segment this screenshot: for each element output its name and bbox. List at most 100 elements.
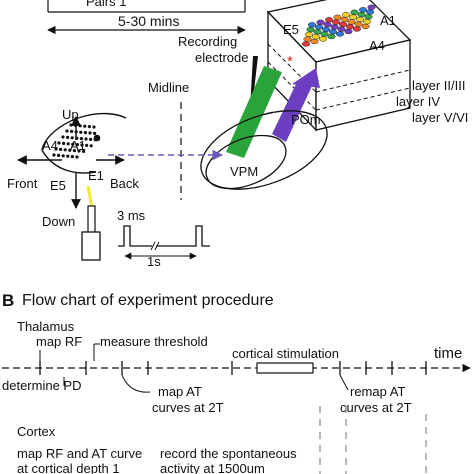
green-pathway xyxy=(226,66,282,158)
step-remap-at-curves: remap AT curves at 2T xyxy=(339,374,412,415)
whisker-dot xyxy=(92,125,96,129)
electrode-label-line1: Recording xyxy=(178,34,237,49)
barrel xyxy=(361,23,370,30)
barrel xyxy=(324,17,334,23)
svg-text:record the spontaneous: record the spontaneous xyxy=(160,446,297,461)
whisker-dot xyxy=(85,143,89,147)
svg-text:determine PD: determine PD xyxy=(2,378,81,393)
stimulation-period-box xyxy=(256,362,314,374)
pulse-width-label: 3 ms xyxy=(117,208,146,223)
whisker-dot xyxy=(65,129,69,133)
pulse-period-label: 1s xyxy=(147,254,161,269)
svg-text:map RF and AT curve: map RF and AT curve xyxy=(17,446,142,461)
step-map-at-curves: map AT curves at 2T xyxy=(121,374,224,415)
cortex-a1-label: A1 xyxy=(380,13,396,28)
barrel xyxy=(306,26,315,33)
barrel xyxy=(311,34,321,40)
whisker-dot xyxy=(83,124,87,128)
barrel xyxy=(344,28,353,35)
barrel xyxy=(320,31,329,37)
whisker-dot xyxy=(80,143,84,147)
barrel xyxy=(367,4,376,10)
barrel xyxy=(337,26,346,32)
purple-pathway-head xyxy=(292,68,320,88)
barrel xyxy=(323,21,332,28)
step-measure-threshold: measure threshold xyxy=(93,334,208,361)
whisker-dot xyxy=(68,148,72,152)
cortex-step-record: record the spontaneous activity at 1500u… xyxy=(160,446,297,474)
direction-back-label: Back xyxy=(110,176,139,191)
pulse-train: 3 ms 1s xyxy=(117,208,210,269)
svg-text:at cortical depth 1: at cortical depth 1 xyxy=(17,461,120,474)
panel-b-title: Flow chart of experiment procedure xyxy=(22,292,274,309)
cortical-barrels xyxy=(301,4,376,47)
whisker-dot xyxy=(78,124,82,128)
whisker-dot xyxy=(88,131,92,135)
svg-text:curves at 2T: curves at 2T xyxy=(152,400,224,415)
whisker-dot xyxy=(66,135,70,139)
barrel xyxy=(313,29,322,35)
whisker-dot xyxy=(79,137,83,141)
barrel xyxy=(330,24,339,30)
barrel xyxy=(358,7,368,13)
whisker-dot xyxy=(54,147,58,151)
whisker-dot xyxy=(77,149,81,153)
whisker-dot xyxy=(70,136,74,140)
cortex-e5-label: E5 xyxy=(283,22,299,37)
barrel xyxy=(340,16,349,23)
stimulation-wire xyxy=(86,185,94,209)
barrel xyxy=(338,21,348,28)
whisker-dot xyxy=(79,130,83,134)
step-map-rf: map RF xyxy=(36,334,82,361)
whisker-dot xyxy=(87,125,91,129)
barrel xyxy=(318,36,328,42)
whisker-dot xyxy=(89,137,93,141)
barrel xyxy=(327,33,336,40)
thalamus-heading: Thalamus xyxy=(17,319,75,334)
electrode-label-line2: electrode xyxy=(195,50,248,65)
step-cortical-stimulation: cortical stimulation xyxy=(232,346,339,361)
cortex-a4-label: A4 xyxy=(369,38,385,53)
barrel xyxy=(345,24,355,30)
svg-text:activity at 1500um: activity at 1500um xyxy=(160,461,265,474)
barrel xyxy=(307,22,317,28)
barrel xyxy=(352,26,362,32)
whisker-dot xyxy=(57,153,61,157)
svg-text:map AT: map AT xyxy=(158,384,202,399)
barrel xyxy=(354,21,363,27)
barrel xyxy=(350,9,359,15)
barrel xyxy=(328,29,338,35)
svg-text:curves at 2T: curves at 2T xyxy=(340,400,412,415)
barrel xyxy=(303,36,312,42)
whisker-dot xyxy=(70,129,74,133)
whisker-dot xyxy=(69,123,73,127)
barrel xyxy=(331,19,341,25)
svg-text:cortical stimulation: cortical stimulation xyxy=(232,346,339,361)
barrel xyxy=(335,31,345,37)
cortex-block: E5 * A1 A4 layer II/III layer IV layer V… xyxy=(266,0,468,132)
svg-text:remap AT: remap AT xyxy=(350,384,405,399)
whisker-dot xyxy=(63,148,67,152)
barrel xyxy=(348,14,358,20)
direction-front-label: Front xyxy=(7,176,38,191)
duration-label: 5-30 mins xyxy=(118,13,179,29)
barrel xyxy=(314,24,324,30)
midline-label: Midline xyxy=(148,80,189,95)
cortex-step-map: map RF and AT curve at cortical depth 1 xyxy=(17,446,142,474)
barrel xyxy=(362,19,372,25)
barrel xyxy=(364,14,373,20)
pom-label: POm xyxy=(291,112,321,127)
panel-b-letter: B xyxy=(2,291,14,310)
whisker-dot xyxy=(93,138,97,142)
barrel xyxy=(316,19,325,25)
direction-down-label: Down xyxy=(42,214,75,229)
barrel xyxy=(321,26,331,33)
whisker-pad: Up Front Back Down A1 A4 E5 E1 xyxy=(7,107,139,261)
svg-text:measure threshold: measure threshold xyxy=(100,334,208,349)
whisker-dot xyxy=(66,154,70,158)
whisker-dot xyxy=(61,154,65,158)
thalamus: VPM POm xyxy=(200,110,328,190)
vpm-label: VPM xyxy=(230,164,258,179)
whisker-dot xyxy=(82,149,86,153)
